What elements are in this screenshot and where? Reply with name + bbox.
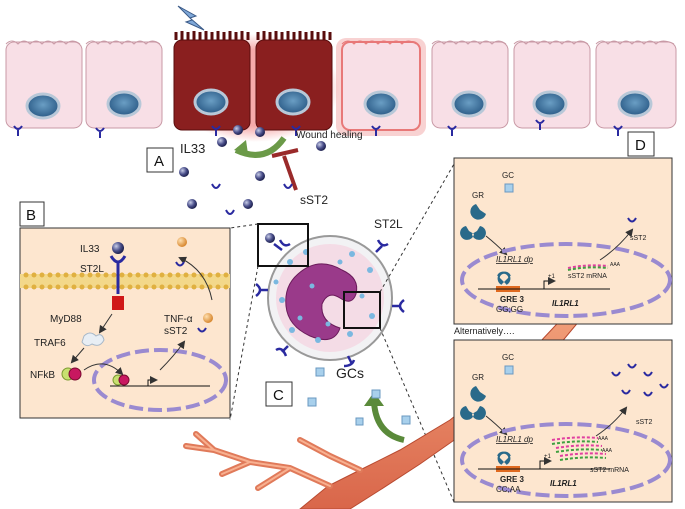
granules [273,249,375,343]
sst2-molecules [211,183,293,215]
epithelium [5,5,677,142]
d1-nucleus [460,242,672,318]
d2-nucleus [460,422,672,498]
panel-c: C GCs [183,309,581,509]
damaged-epithelial-cell [255,31,333,131]
st2l-receptors [255,239,405,368]
panel-a-label-box [146,147,174,173]
st2l-receptor-row [13,119,623,138]
d2-mrna-label: sST2 mRNA [590,467,629,474]
alternatively-label: Alternatively…. [454,326,515,336]
epithelial-cell [513,40,591,129]
panel-d-label-box [627,131,655,157]
svg-text:AAA: AAA [602,448,613,454]
panel-a-label: A [154,153,164,170]
lightning-icon [177,5,205,31]
panel-d-lower: GC GR IL1RL1 dp GRE 3 CC;AA +1 IL1RL1 AA… [453,339,673,503]
epithelial-cell [595,40,677,129]
panel-d-upper: D GC GR IL1RL1 dp GRE 3 GG;GG +1 IL1RL1 … [453,131,673,325]
d2-gc-label: GC [502,353,514,362]
cell-membrane [20,272,230,290]
panel-b-label-box [19,201,45,227]
epithelial-cell [5,40,83,129]
gcs-label: GCs [336,365,364,381]
b-nucleus [92,348,228,412]
b-nfkb-label: NFkB [30,370,55,381]
panel-c-label-box [265,381,293,407]
b-traf6-label: TRAF6 [34,338,66,349]
gcs-arrow [371,401,405,443]
d1-genotype-label: GG;GG [496,305,523,314]
d2-gre-label: GRE 3 [500,475,525,484]
il33-label: IL33 [180,141,205,156]
panel-c-label: C [273,387,284,404]
myd88-shape [112,296,124,310]
svg-text:AAA: AAA [610,262,621,268]
b-il33-label: IL33 [80,244,100,255]
d1-gr-label: GR [472,191,484,200]
b-myd88-label: MyD88 [50,314,82,325]
d1-gc-label: GC [502,171,514,180]
d1-sst2-label: sST2 [630,235,646,242]
zoom-box-receptor [257,223,309,267]
stressed-epithelial-cell [336,38,426,136]
d2-dp-label: IL1RL1 dp [496,435,533,444]
d1-mrna [567,264,609,271]
panel-b-label: B [26,207,36,224]
damaged-epithelial-cell [173,31,251,131]
d1-tss-label: +1 [548,274,556,280]
b-st2l-label: ST2L [80,264,104,275]
gc-molecules [307,367,411,426]
d2-genotype-label: CC;AA [496,485,521,494]
d1-gene-label: IL1RL1 [552,299,579,308]
epithelial-cell [85,40,163,129]
d2-gr-label: GR [472,373,484,382]
inhibition-line [282,155,298,191]
d1-dp-label: IL1RL1 dp [496,255,533,264]
mast-cell: ST2L [229,163,455,503]
b-tnf-label: TNF-α [164,314,193,325]
d1-gre-label: GRE 3 [500,295,525,304]
epithelial-cell [431,40,509,129]
d2-gene-label: IL1RL1 [550,479,577,488]
d2-tss-label: +1 [544,454,552,460]
traf6-shape [81,332,105,347]
wound-healing-label: Wound healing [296,130,363,141]
panel-b: B [19,201,231,419]
il33-molecules [179,125,326,209]
zoom-box-nucleus [343,291,381,329]
d2-sst2-label: sST2 [636,419,652,426]
st2l-mast-label: ST2L [374,217,403,231]
panel-a-annotations: A IL33 Wound healing sST2 [146,125,363,215]
sst2-label: sST2 [300,193,328,207]
d1-mrna-label: sST2 mRNA [568,273,607,280]
d2-mrna [551,436,607,461]
b-sst2-label: sST2 [164,326,188,337]
panel-d-label: D [635,137,646,154]
svg-text:AAA: AAA [598,436,609,442]
